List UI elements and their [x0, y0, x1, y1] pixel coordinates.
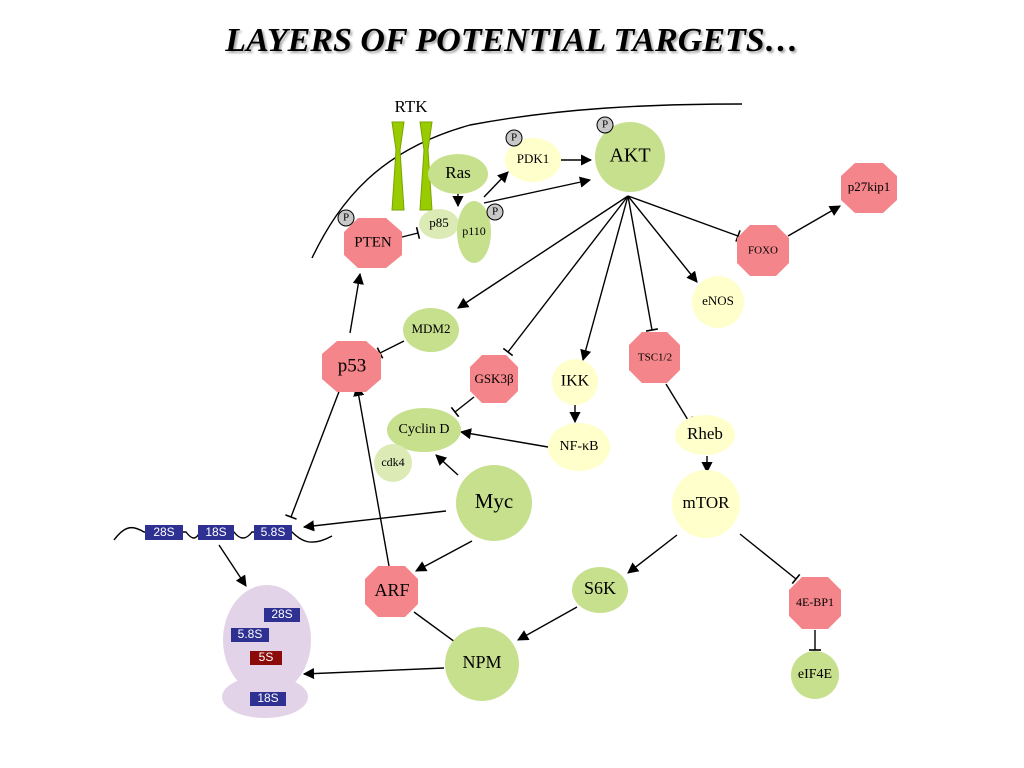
processed-28s-label: 28S: [271, 607, 292, 621]
rrna-18s-box: [198, 525, 234, 540]
node-tsc12: TSC1/2: [629, 332, 680, 383]
node-p53: p53: [322, 341, 381, 392]
processed-5s-box: [250, 651, 282, 665]
node-npm: NPM: [445, 627, 519, 701]
node-mdm2: MDM2: [403, 308, 459, 352]
svg-text:Cyclin D: Cyclin D: [399, 422, 450, 437]
processed-28s-box: [264, 608, 300, 622]
svg-text:4E-BP1: 4E-BP1: [796, 595, 834, 609]
svg-text:PDK1: PDK1: [517, 151, 550, 166]
svg-text:P: P: [602, 119, 608, 131]
processed-rrna-cluster: 28S 5.8S 5S 18S: [222, 585, 311, 718]
svg-text:Myc: Myc: [475, 489, 514, 513]
svg-text:p110: p110: [462, 224, 486, 238]
processed-18s-label: 18S: [257, 691, 278, 705]
rrna-strand-segments: 28S 18S 5.8S: [145, 525, 292, 540]
node-foxo: FOXO: [737, 225, 789, 276]
node-enos: eNOS: [692, 276, 744, 328]
svg-text:p85: p85: [429, 215, 449, 230]
node-rheb: Rheb: [675, 415, 735, 455]
svg-text:GSK3β: GSK3β: [474, 371, 514, 386]
node-arf: ARF: [365, 566, 418, 617]
svg-text:Ras: Ras: [445, 163, 471, 182]
svg-text:S6K: S6K: [584, 578, 616, 598]
svg-text:FOXO: FOXO: [748, 245, 778, 257]
node-mtor: mTOR: [672, 470, 740, 538]
node-eif4e: eIF4E: [791, 651, 839, 699]
node-p85: p85: [419, 209, 459, 239]
rrna-5.8s-label: 5.8S: [261, 525, 286, 539]
svg-text:p27kip1: p27kip1: [848, 179, 891, 194]
phospho-marker-akt: P: [596, 116, 614, 134]
cell-membrane: [311, 103, 743, 259]
rrna-28s-box: [145, 525, 183, 540]
svg-text:PTEN: PTEN: [354, 234, 392, 250]
node-pdk1: PDK1: [505, 138, 561, 182]
phospho-marker-pdk1: P: [505, 129, 523, 147]
svg-text:TSC1/2: TSC1/2: [638, 352, 672, 364]
svg-text:eIF4E: eIF4E: [798, 667, 832, 682]
node-s6k: S6K: [572, 567, 628, 613]
rrna-28s-label: 28S: [153, 525, 174, 539]
svg-text:ARF: ARF: [374, 580, 409, 600]
node-akt: AKT: [595, 122, 665, 192]
node-cyclind: Cyclin D: [387, 408, 461, 452]
rrna-18s-label: 18S: [205, 525, 226, 539]
svg-text:eNOS: eNOS: [702, 293, 734, 308]
svg-text:Rheb: Rheb: [687, 424, 723, 443]
node-nfkb: NF-κB: [548, 423, 610, 471]
phospho-marker-p110: P: [486, 203, 504, 221]
svg-text:MDM2: MDM2: [411, 321, 450, 336]
svg-text:P: P: [343, 212, 349, 224]
node-pten: PTEN: [344, 218, 402, 268]
node-4e-bp1: 4E-BP1: [789, 577, 841, 629]
node-ras: Ras: [428, 154, 488, 194]
svg-text:NF-κB: NF-κB: [560, 439, 599, 454]
svg-text:mTOR: mTOR: [683, 493, 731, 512]
processed-5s-label: 5S: [259, 650, 274, 664]
phospho-marker-pten: P: [337, 209, 355, 227]
slide-title: LAYERS OF POTENTIAL TARGETS…: [225, 22, 799, 59]
node-gsk3b: GSK3β: [470, 355, 518, 403]
processed-18s-box: [250, 692, 286, 706]
node-myc: Myc: [456, 465, 532, 541]
processed-5.8s-box: [231, 628, 269, 642]
processed-5.8s-label: 5.8S: [238, 627, 263, 641]
node-p110: p110: [457, 201, 491, 263]
svg-text:IKK: IKK: [561, 373, 590, 390]
node-ikk: IKK: [552, 359, 598, 405]
rtk-receptor: [391, 121, 433, 211]
rrna-5.8s-box: [254, 525, 292, 540]
node-p27kip1: p27kip1: [841, 163, 897, 213]
svg-text:cdk4: cdk4: [381, 455, 404, 469]
svg-text:NPM: NPM: [462, 652, 501, 672]
svg-text:p53: p53: [338, 355, 367, 376]
svg-text:P: P: [492, 206, 498, 218]
pathway-edges: [218, 154, 841, 680]
svg-text:P: P: [511, 132, 517, 144]
node-cdk4: cdk4: [374, 444, 412, 482]
rtk-label: RTK: [395, 97, 429, 116]
svg-text:AKT: AKT: [609, 145, 650, 167]
